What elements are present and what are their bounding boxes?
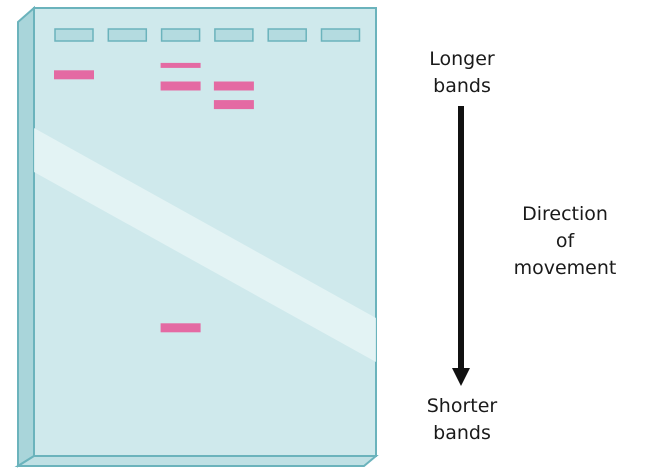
- shorter-bands-line2: bands: [433, 422, 491, 444]
- direction-line2: of: [555, 230, 575, 252]
- dna-band-lane-3-3: [160, 81, 201, 91]
- dna-band-lane-3-2: [160, 62, 201, 68]
- shorter-bands-line1: Shorter: [426, 395, 498, 417]
- dna-band-lane-4-5: [213, 100, 254, 110]
- bands-group: [54, 62, 254, 333]
- dna-band-lane-4-4: [213, 81, 254, 91]
- well-1: [54, 28, 94, 42]
- longer-bands-line2: bands: [433, 75, 491, 97]
- dna-band-lane-1-1: [54, 70, 94, 80]
- gel-bottom-face: [14, 455, 379, 467]
- longer-bands-line1: Longer: [429, 48, 495, 70]
- dna-band-lane-3-6: [160, 323, 201, 333]
- well-2: [107, 28, 148, 42]
- direction-line3: movement: [513, 257, 617, 279]
- well-5: [267, 28, 307, 42]
- well-4: [214, 28, 254, 42]
- direction-of-movement-label: Direction of movement: [495, 201, 635, 282]
- wells-group: [54, 28, 361, 42]
- gel-glare: [34, 128, 376, 362]
- arrow-head: [452, 368, 470, 386]
- longer-bands-label: Longer bands: [402, 46, 522, 100]
- direction-line1: Direction: [522, 203, 608, 225]
- gel-side-face: [17, 5, 35, 468]
- direction-arrow: [452, 106, 470, 386]
- shorter-bands-label: Shorter bands: [402, 393, 522, 447]
- well-6: [320, 28, 361, 42]
- well-3: [160, 28, 201, 42]
